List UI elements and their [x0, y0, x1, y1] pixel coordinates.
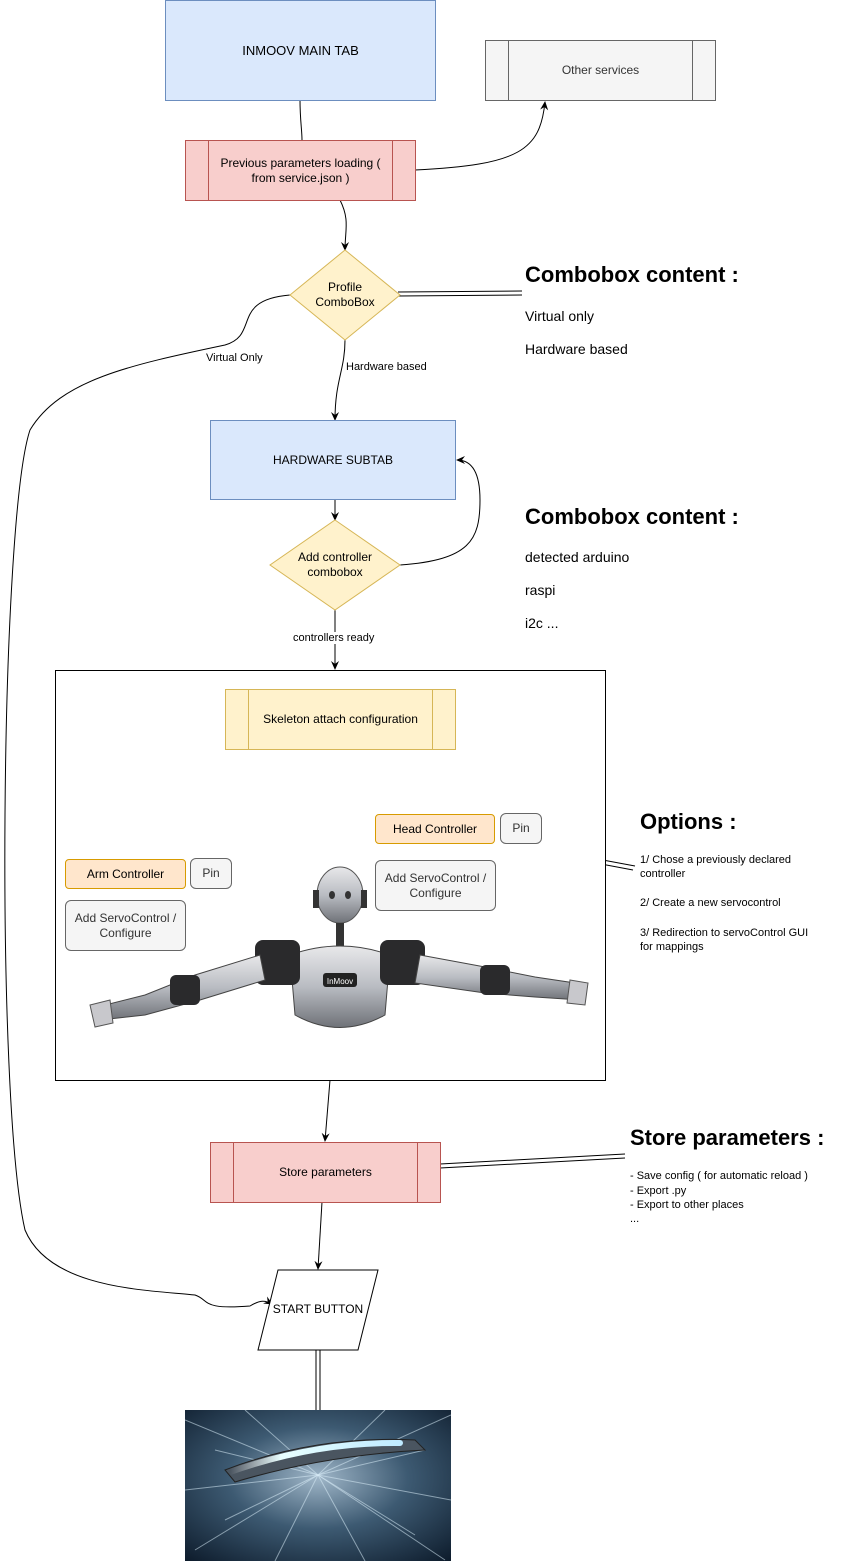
store-parameters-label: Store parameters	[279, 1165, 372, 1179]
other-services[interactable]: Other services	[485, 40, 716, 101]
combobox-note-item: Virtual only	[525, 308, 595, 324]
head-add-label: Add ServoControl / Configure	[384, 870, 487, 900]
add-controller-combobox[interactable]: Add controller combobox	[292, 545, 378, 585]
combobox-note-item: i2c ...	[525, 615, 559, 631]
edge-store-to-start	[314, 1201, 323, 1270]
arm-pin-button[interactable]: Pin	[190, 858, 232, 889]
add-controller-diamond-shape	[269, 519, 401, 611]
options-note-item: 3/ Redirection to servoControl GUI for m…	[640, 927, 809, 953]
start-button-shape	[257, 1269, 379, 1351]
robot-image: InMoov	[85, 855, 590, 1045]
arm-add-label: Add ServoControl / Configure	[74, 910, 177, 940]
link-profile-note1-a	[397, 290, 523, 293]
edge-frame-to-store	[321, 1079, 331, 1142]
edge-profile-virtual	[4, 294, 291, 1308]
store-note-title: Store parameters :	[630, 1125, 825, 1150]
link-store-note-b	[439, 1157, 626, 1169]
combobox-note-title: Combobox content :	[525, 504, 739, 529]
arm-add-servocontrol-button[interactable]: Add ServoControl / Configure	[65, 900, 186, 951]
edge-label-virtual-only: Virtual Only	[206, 352, 263, 364]
options-note-title: Options :	[640, 809, 737, 834]
arm-controller-label: Arm Controller	[86, 866, 165, 881]
profile-combobox[interactable]: Profile ComboBox	[300, 270, 390, 320]
hardware-subtab-label: HARDWARE SUBTAB	[272, 452, 393, 467]
arm-controller[interactable]: Arm Controller	[65, 859, 186, 889]
main-tab-label: INMOOV MAIN TAB	[242, 43, 359, 58]
edge-prev-to-profile	[339, 199, 350, 251]
inmoov-main-tab[interactable]: INMOOV MAIN TAB	[165, 0, 436, 101]
start-button[interactable]: START BUTTON	[268, 1290, 368, 1328]
combobox-note-title: Combobox content :	[525, 262, 739, 287]
edge-label-hardware-based: Hardware based	[346, 361, 436, 373]
store-note-item: - Save config ( for automatic reload )	[630, 1170, 808, 1182]
skeleton-attach-configuration: Skeleton attach configuration	[225, 689, 456, 750]
other-services-label: Other services	[561, 63, 640, 77]
start-button-label: START BUTTON	[272, 1301, 364, 1316]
head-controller[interactable]: Head Controller	[375, 814, 495, 844]
options-note-item: 2/ Create a new servocontrol	[640, 897, 781, 909]
edge-prev-to-other	[414, 101, 549, 171]
robot-logo: InMoov	[327, 977, 353, 986]
arm-pin-label: Pin	[202, 866, 220, 880]
edge-profile-hardware	[331, 339, 346, 421]
store-note-item: - Export to other places	[630, 1199, 744, 1211]
edge-label-controllers-ready: controllers ready	[293, 632, 375, 644]
head-add-servocontrol-button[interactable]: Add ServoControl / Configure	[375, 860, 496, 911]
store-parameters: Store parameters	[210, 1142, 441, 1203]
link-profile-note1-b	[397, 294, 523, 297]
profile-combobox-label: Profile ComboBox	[315, 280, 375, 309]
head-controller-label: Head Controller	[393, 821, 477, 836]
previous-parameters-loading: Previous parameters loading ( from servi…	[185, 140, 416, 201]
hyperspace-image	[185, 1410, 451, 1561]
options-note-item: 1/ Chose a previously declared controlle…	[640, 854, 792, 880]
combobox-note-item: raspi	[525, 582, 556, 598]
prev-params-label: Previous parameters loading ( from servi…	[220, 155, 381, 185]
edge-main-to-prev	[299, 99, 303, 141]
combobox-note-item: Hardware based	[525, 341, 628, 357]
store-note-item: - Export .py	[630, 1185, 687, 1197]
head-pin-button[interactable]: Pin	[500, 813, 542, 844]
add-controller-label: Add controller combobox	[297, 550, 373, 579]
profile-diamond-shape	[289, 249, 401, 341]
skeleton-label: Skeleton attach configuration	[263, 712, 418, 726]
combobox-note-item: detected arduino	[525, 549, 630, 565]
edge-add-loop	[399, 456, 481, 566]
hardware-subtab[interactable]: HARDWARE SUBTAB	[210, 420, 456, 500]
link-store-note-a	[439, 1153, 626, 1165]
store-note-item: ...	[630, 1213, 640, 1225]
head-pin-label: Pin	[512, 821, 530, 835]
